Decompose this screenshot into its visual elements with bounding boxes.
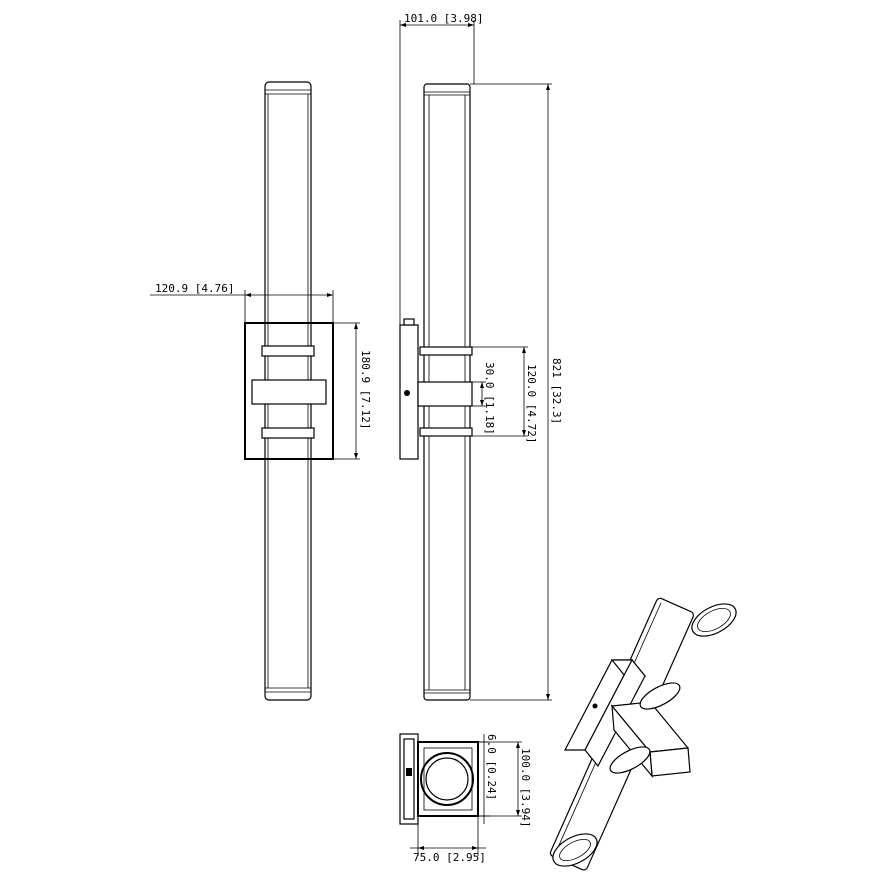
- front-center-block: [251, 379, 327, 405]
- isometric-view: [549, 597, 737, 871]
- dim-plate-height: 100.0 [3.94]: [519, 748, 532, 827]
- end-screw-icon: [406, 768, 412, 776]
- iso-screw-icon: [592, 703, 598, 709]
- dim-mount-span: 120.0 [4.72]: [525, 364, 538, 443]
- end-view: 6.0 [0.24] 100.0 [3.94] 75.0 [2.95]: [399, 733, 532, 864]
- screw-icon: [404, 390, 410, 396]
- dim-band-height: 30.0 [1.18]: [483, 362, 496, 435]
- end-bracket: [417, 741, 479, 817]
- side-band-bottom: [419, 427, 473, 437]
- dim-depth: 101.0 [3.98]: [404, 12, 483, 25]
- dim-width: 120.9 [4.76]: [155, 282, 234, 295]
- front-band-top: [261, 345, 315, 357]
- side-band-top: [419, 346, 473, 356]
- dim-backplate-height: 180.9 [7.12]: [359, 350, 372, 429]
- front-band-bottom: [261, 427, 315, 439]
- dim-overall-height: 821 [32.3]: [550, 358, 563, 424]
- end-tube-ring: [420, 752, 474, 806]
- dim-plate-width: 75.0 [2.95]: [413, 851, 486, 864]
- front-backplate: [244, 322, 334, 460]
- dim-plate-offset: 6.0 [0.24]: [485, 734, 498, 800]
- front-view: 120.9 [4.76] 180.9 [7.12]: [150, 81, 372, 701]
- side-view: 101.0 [3.98] 821 [32.3] 120.0 [4.72] 30.…: [399, 12, 563, 701]
- side-arm: [417, 381, 473, 407]
